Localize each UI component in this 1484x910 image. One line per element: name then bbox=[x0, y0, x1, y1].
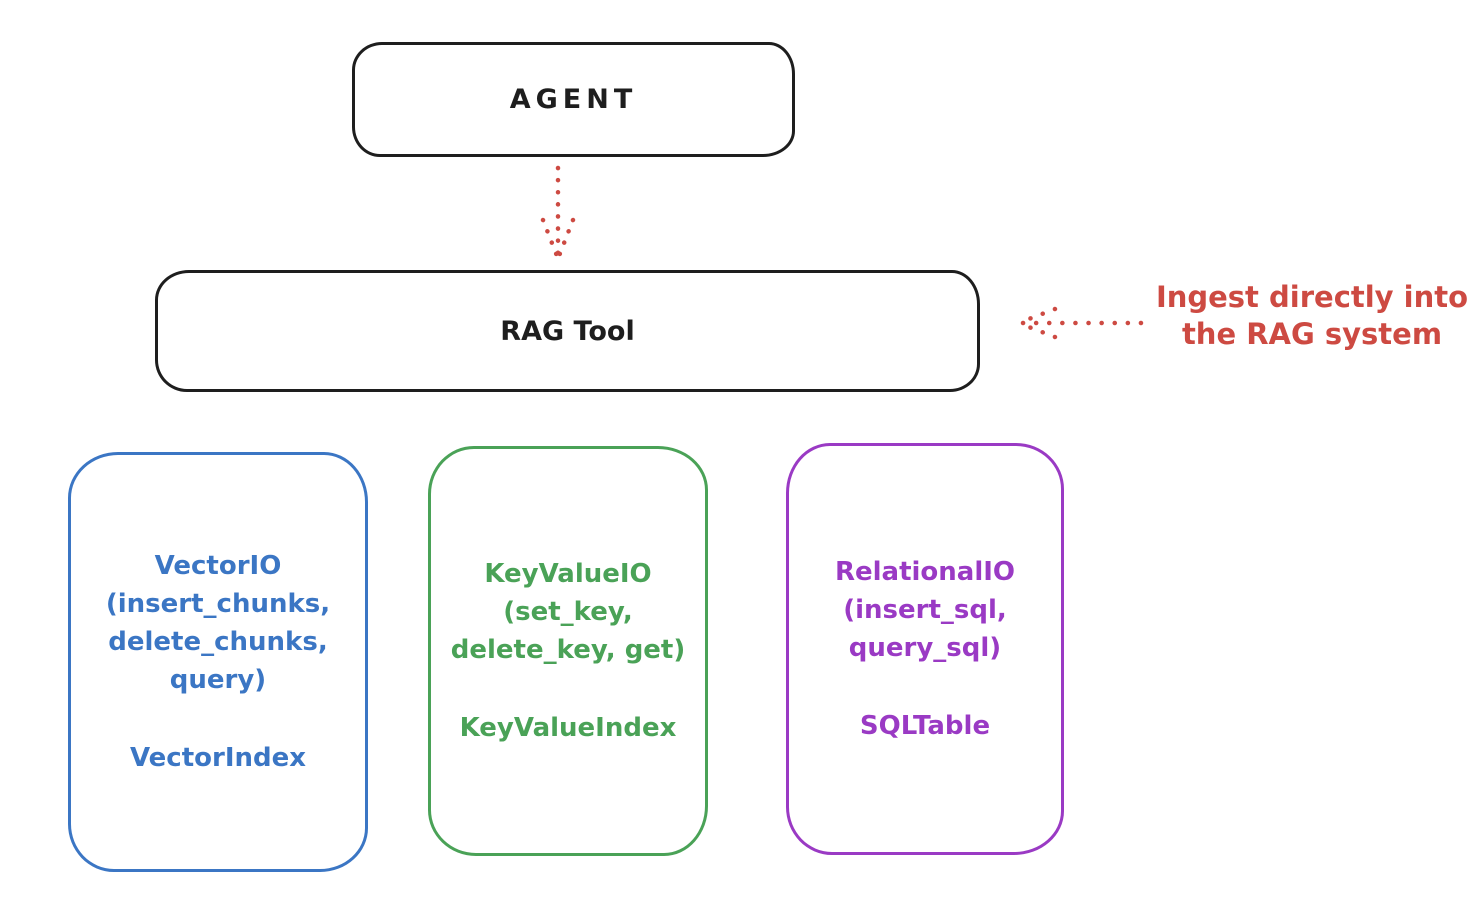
relational-io-line: RelationalIO bbox=[834, 557, 1016, 587]
ingest-annotation-line-1: Ingest directly into bbox=[1155, 280, 1469, 314]
relational-io-signature: RelationalIO (insert_sql, query_sql) bbox=[835, 553, 1015, 667]
vector-io-line: delete_chunks, bbox=[108, 627, 328, 657]
vector-io-line: (insert_chunks, bbox=[105, 589, 331, 619]
ingest-arrow bbox=[1018, 306, 1144, 340]
vector-io-line: query) bbox=[169, 665, 267, 695]
vector-io-signature: VectorIO (insert_chunks, delete_chunks, … bbox=[106, 547, 330, 699]
keyvalue-io-line: delete_key, get) bbox=[450, 635, 686, 665]
relational-io-line: (insert_sql, bbox=[843, 595, 1007, 625]
agent-node: AGENT bbox=[352, 42, 795, 157]
keyvalue-io-signature: KeyValueIO (set_key, delete_key, get) bbox=[451, 555, 686, 669]
keyvalue-io-line: KeyValueIO bbox=[484, 559, 652, 589]
vector-io-line: VectorIO bbox=[154, 551, 282, 581]
ingest-annotation: Ingest directly into the RAG system bbox=[1140, 279, 1484, 353]
rag-tool-label: RAG Tool bbox=[500, 315, 635, 347]
relational-io-line: query_sql) bbox=[848, 633, 1002, 663]
agent-label: AGENT bbox=[509, 84, 638, 115]
agent-to-ragtool-arrow bbox=[540, 165, 576, 259]
keyvalue-io-line: (set_key, bbox=[503, 597, 633, 627]
sql-table-label: SQLTable bbox=[859, 711, 991, 741]
vector-index-label: VectorIndex bbox=[129, 743, 307, 773]
rag-tool-node: RAG Tool bbox=[155, 270, 980, 392]
keyvalue-index-label: KeyValueIndex bbox=[459, 713, 677, 743]
keyvalue-io-node: KeyValueIO (set_key, delete_key, get) Ke… bbox=[428, 446, 708, 856]
relational-io-node: RelationalIO (insert_sql, query_sql) SQL… bbox=[786, 443, 1064, 855]
vector-io-node: VectorIO (insert_chunks, delete_chunks, … bbox=[68, 452, 368, 872]
ingest-annotation-line-2: the RAG system bbox=[1181, 317, 1443, 351]
